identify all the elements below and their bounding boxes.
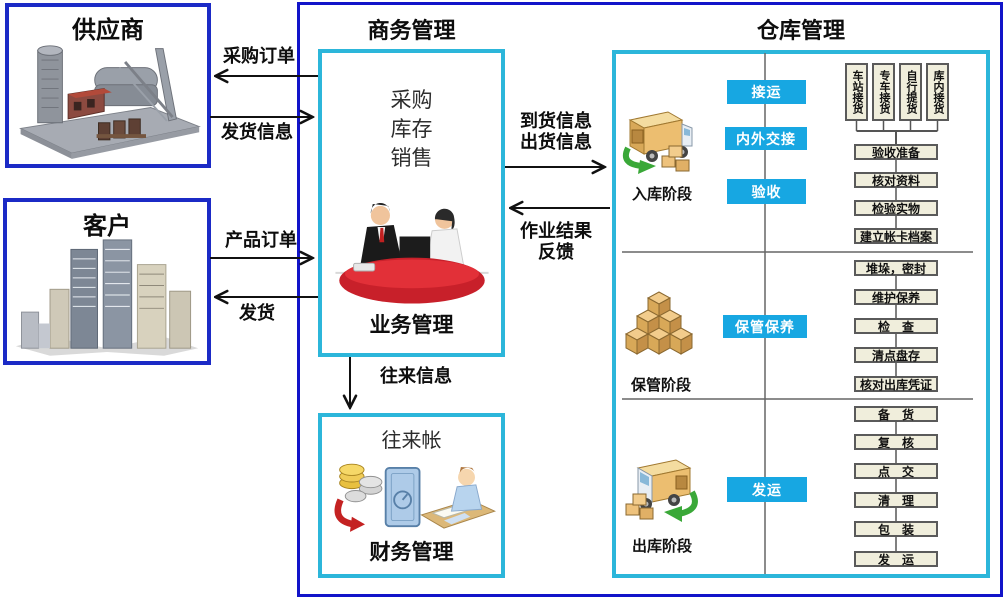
storage-step-1: 堆垛，密封 — [854, 260, 938, 276]
business-section-title: 商务管理 — [367, 18, 456, 43]
storage-step-5: 核对出库凭证 — [854, 376, 938, 392]
function-sales: 销售 — [390, 147, 433, 170]
inbound-step-2: 核对资料 — [854, 172, 938, 188]
outbound-step-4: 清 理 — [854, 492, 938, 508]
outbound-step-2: 复 核 — [854, 434, 938, 450]
stage-tag-dispatch: 发运 — [727, 477, 807, 502]
arrival-info-label: 到货信息 出货信息 — [510, 111, 602, 153]
function-purchase: 采购 — [390, 89, 433, 112]
stage-tag-acceptance: 验收 — [727, 179, 806, 204]
stage-tag-handover: 内外交接 — [725, 127, 807, 150]
stage-name-outbound: 出库阶段 — [631, 538, 692, 555]
city-buildings-illustration — [15, 239, 199, 356]
people-meeting-illustration — [335, 202, 489, 304]
inbound-truck-icon — [622, 111, 693, 174]
exchange-info-label: 往来信息 — [380, 366, 452, 386]
outbound-step-1: 备 货 — [854, 406, 938, 422]
supplier-title: 供应商 — [72, 17, 144, 44]
purchase-order-label: 采购订单 — [223, 46, 295, 66]
product-order-label: 产品订单 — [225, 230, 297, 250]
pickup-method-station: 车站接货 — [845, 63, 868, 121]
arrival-info-line2: 出货信息 — [520, 132, 592, 152]
pickup-method-self: 自行提货 — [899, 63, 922, 121]
warehouse-panel — [612, 50, 990, 578]
inbound-step-1: 验收准备 — [854, 144, 938, 160]
feedback-line1: 作业结果 — [520, 221, 592, 241]
business-label: 业务管理 — [369, 314, 454, 337]
function-inventory: 库存 — [390, 118, 433, 141]
business-functions: 采购 库存 销售 — [322, 86, 501, 173]
stacked-boxes-icon — [625, 291, 693, 355]
stage-name-inbound: 入库阶段 — [631, 186, 692, 203]
stage-tag-receive: 接运 — [727, 80, 806, 104]
business-panel: 采购 库存 销售 业务管理 — [318, 49, 505, 357]
finance-title: 往来帐 — [381, 430, 442, 452]
feedback-label: 作业结果 反馈 — [512, 221, 600, 263]
warehouse-section-title: 仓库管理 — [756, 18, 845, 43]
stage-name-storage: 保管阶段 — [630, 377, 691, 394]
storage-step-2: 维护保养 — [854, 289, 938, 305]
feedback-line2: 反馈 — [538, 242, 574, 262]
factory-illustration — [19, 45, 201, 159]
inbound-step-4: 建立帐卡档案 — [854, 228, 938, 244]
storage-step-3: 检 查 — [854, 318, 938, 334]
pickup-method-in-warehouse: 库内接货 — [926, 63, 949, 121]
customer-box: 客户 — [3, 198, 211, 365]
ship-info-label: 发货信息 — [221, 122, 293, 142]
inbound-step-3: 检验实物 — [854, 200, 938, 216]
outbound-step-5: 包 装 — [854, 521, 938, 537]
finance-panel: 往来帐 财务管理 — [318, 413, 505, 578]
finance-illustration — [334, 463, 496, 532]
delivery-label: 发货 — [239, 303, 275, 323]
pickup-method-special-vehicle: 专车接货 — [872, 63, 895, 121]
outbound-truck-icon — [625, 459, 698, 522]
finance-label: 财务管理 — [369, 541, 454, 564]
outbound-step-6: 发 运 — [854, 551, 938, 567]
supplier-box: 供应商 — [5, 3, 211, 168]
customer-title: 客户 — [83, 213, 131, 240]
arrival-info-line1: 到货信息 — [520, 111, 592, 131]
stage-tag-storage-care: 保管保养 — [723, 315, 807, 338]
system-outer-frame — [297, 2, 1003, 597]
storage-step-4: 清点盘存 — [854, 347, 938, 363]
outbound-step-3: 点 交 — [854, 463, 938, 479]
